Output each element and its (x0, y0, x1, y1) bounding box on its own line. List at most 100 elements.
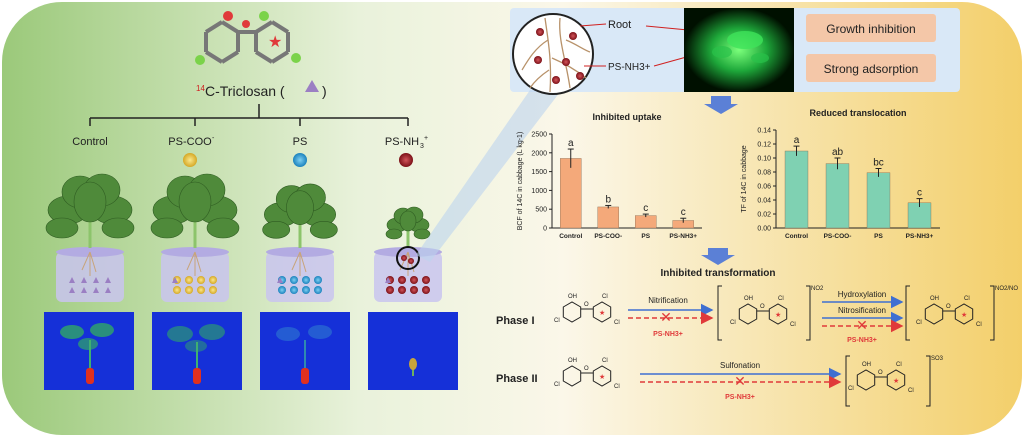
sulfonation-label: Sulfonation (720, 361, 760, 370)
svg-text:3: 3 (420, 143, 424, 150)
y-tick-label: 0.04 (757, 198, 771, 205)
leaf (101, 217, 135, 239)
root-lines (186, 251, 202, 276)
phase1-substrate-oh-label: OH (568, 294, 577, 300)
tag-growth-inhibition (806, 14, 936, 42)
soil-triangle-icon (105, 277, 111, 283)
phase2-substrate-oh-label: OH (568, 358, 577, 364)
phase1-substrate-cl-label-1: Cl (602, 294, 608, 300)
category-label-3: PS-NH3+ (906, 233, 934, 240)
category-label-2: PS (874, 233, 883, 240)
leaf (309, 221, 338, 239)
bar-1 (825, 163, 850, 229)
y-tick-label: 0 (543, 226, 547, 233)
compound-suffix: ) (322, 83, 327, 99)
phase1-product-cl-label-3: Cl (790, 322, 796, 328)
phase2-product-cl-label-2: Cl (848, 386, 854, 392)
significance-letter-0: a (568, 138, 574, 149)
phase1-product-oh-label: OH (744, 296, 753, 302)
phase1-substrate-cl-label-2: Cl (554, 318, 560, 324)
soil-bead-icon (209, 276, 217, 284)
leaf (150, 217, 184, 239)
bar-2 (866, 172, 891, 229)
leaf (206, 217, 240, 239)
soil-bead-icon (185, 286, 193, 294)
treatment-label-ps: PS (293, 136, 308, 148)
y-tick-label: 2000 (531, 150, 547, 157)
y-tick-label: 1500 (531, 169, 547, 176)
soil-triangle-icon (69, 277, 75, 283)
y-tick-label: 0.12 (757, 142, 771, 149)
category-label-1: PS-COO- (594, 233, 622, 240)
soil-triangle-icon (81, 287, 87, 293)
bar-2 (635, 215, 657, 229)
svg-text:-: - (212, 135, 215, 142)
inhibitor-label-1: PS-NH3+ (653, 331, 683, 338)
phase1-product-cl-label-1: Cl (778, 296, 784, 302)
leaf (73, 181, 107, 223)
soil-bead-icon (410, 286, 418, 294)
soil-bead-icon (290, 276, 298, 284)
y-axis-label: BCF of 14C in cabbage (L kg-1) (517, 132, 524, 231)
soil-triangle-icon (93, 277, 99, 283)
category-label-0: Control (559, 233, 582, 240)
bar-0 (560, 158, 582, 229)
chart-title: Reduced translocation (809, 108, 906, 118)
no2-substituent: NO2 (811, 286, 824, 292)
soil-bead-icon (197, 286, 205, 294)
down-arrow-1-icon (704, 96, 738, 114)
plant-0 (45, 173, 135, 302)
soil-bead-icon (185, 276, 193, 284)
y-tick-label: 0.08 (757, 170, 771, 177)
phase1-final-oh-label: OH (930, 296, 939, 302)
tag-strong-adsorption (806, 54, 936, 82)
soil-bead-icon (290, 286, 298, 294)
inhibitor-label-2: PS-NH3+ (847, 337, 877, 344)
leaf (286, 190, 314, 225)
leaf (262, 221, 291, 239)
soil-bead-icon (302, 286, 310, 294)
svg-text:PS-NH: PS-NH (385, 136, 419, 148)
soil-triangle-icon (385, 277, 391, 283)
soil-bead-icon (209, 286, 217, 294)
bead-ps-coo-icon (183, 153, 197, 167)
treatment-label-ps-nh3: PS-NH 3 + (385, 135, 428, 150)
phase2-product-cl-label-3: Cl (908, 388, 914, 394)
phase2-substrate-oxygen-label: O (584, 366, 589, 372)
significance-letter-3: c (681, 207, 686, 218)
soil-bead-icon (278, 286, 286, 294)
nitrosification-label: Nitrosification (838, 306, 886, 315)
phase2-product-oh-label: OH (862, 362, 871, 368)
phase1-product-label-star-icon: ★ (775, 311, 781, 319)
root-lines (291, 251, 307, 276)
significance-letter-0: a (794, 135, 800, 146)
soil-bead-icon (197, 276, 205, 284)
leaf (178, 181, 212, 223)
phase1-final-cl-label-3: Cl (976, 322, 982, 328)
block-cross-icon: ✕ (660, 309, 672, 325)
compound-label: 14 C-Triclosan ( ) (196, 80, 327, 99)
y-axis-label: TF of 14C in cabbage (741, 145, 748, 212)
phase1-product-ring-b (768, 303, 788, 325)
root-lines (81, 251, 97, 276)
significance-letter-1: b (605, 194, 611, 205)
translocation-chart: Reduced translocation0.000.020.040.060.0… (741, 108, 940, 240)
plant-2 (262, 183, 338, 302)
significance-letter-2: c (643, 203, 648, 214)
transformation-title: Inhibited transformation (661, 268, 776, 279)
soil-triangle-icon (93, 287, 99, 293)
phase1-substrate-cl-label-3: Cl (614, 320, 620, 326)
triangle-icon (305, 80, 319, 92)
uptake-chart: Inhibited uptake05001000150020002500BCF … (517, 112, 702, 240)
y-tick-label: 500 (535, 207, 547, 214)
treatment-label-ps-coo: PS-COO - (168, 135, 215, 148)
svg-text:PS-COO: PS-COO (168, 136, 212, 148)
soil-triangle-icon (277, 277, 283, 283)
leaf (399, 210, 417, 232)
phase2-product-cl-label-1: Cl (896, 362, 902, 368)
soil-triangle-icon (105, 287, 111, 293)
soil-bead-icon (302, 276, 310, 284)
